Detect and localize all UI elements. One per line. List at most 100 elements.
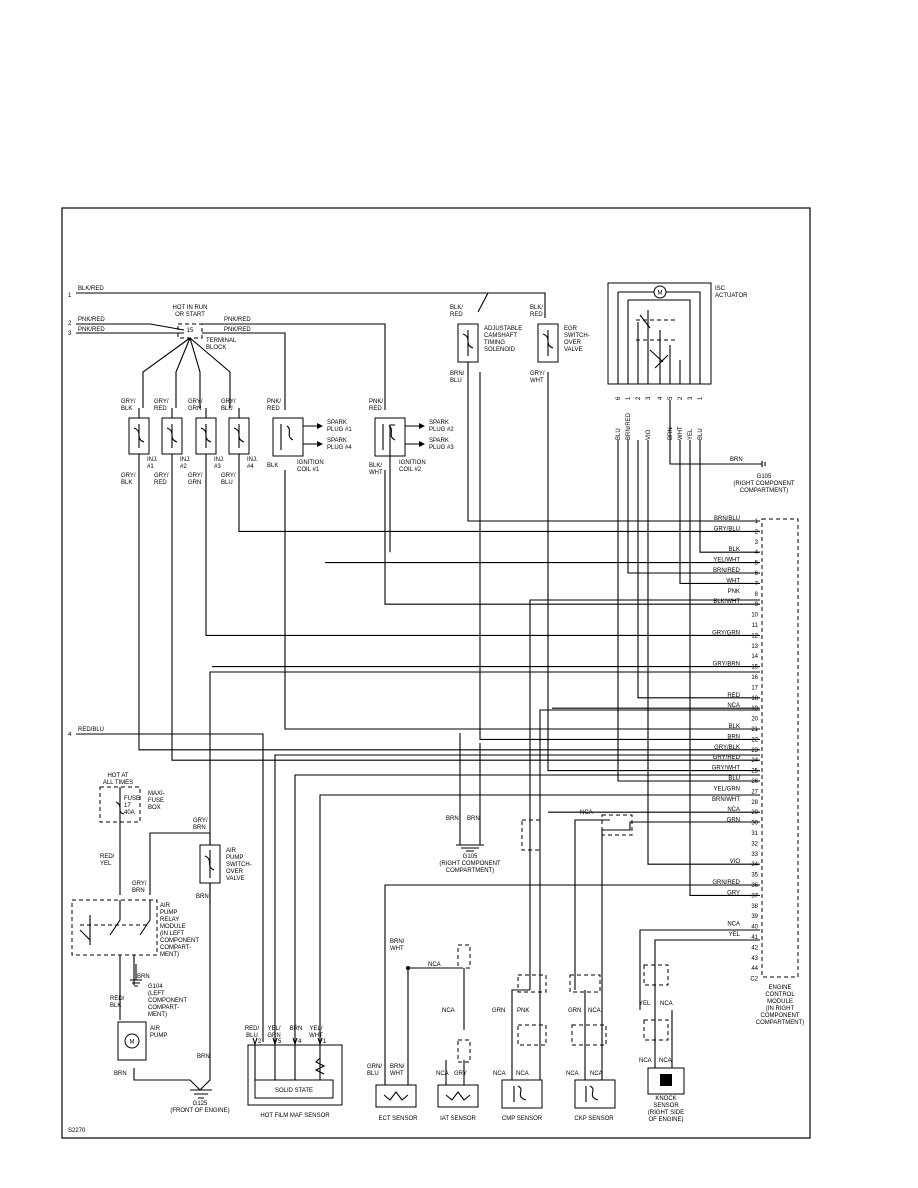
- terminal-block-pin: 15: [187, 328, 194, 334]
- ecm-pin-22-wire: BRN: [727, 734, 740, 740]
- ecm-pin-C2: C2: [750, 977, 758, 983]
- ecm-pin-6: 6: [755, 571, 759, 577]
- ecm-pin-40-wire: NCA: [727, 922, 740, 928]
- isc-pin-5: 4: [658, 396, 664, 400]
- wire-red-blu-label: RED/BLU: [78, 727, 104, 733]
- injector-4-label: INJ.#4: [247, 457, 258, 470]
- ckp-wire-grn: GRN: [568, 1008, 581, 1014]
- ecm-pin-30-wire: GRN: [727, 818, 740, 824]
- injector-4-wire-top: GRY/BLU: [221, 399, 236, 412]
- ecm-pin-36-wire: GRN/RED: [712, 880, 740, 886]
- ecm-pin-24: 24: [751, 758, 758, 764]
- ecm-pin-30: 30: [751, 821, 758, 827]
- iat-sensor-label: IAT SENSOR: [440, 1116, 476, 1122]
- cmp-sensor: CMP SENSOR GRN PNK NCA NCA: [492, 599, 760, 1122]
- harness-wire-5: [467, 362, 760, 522]
- maf-sensor-label: HOT FILM MAF SENSOR: [260, 1113, 330, 1119]
- isc-pin-3: 2: [636, 396, 642, 400]
- knock-wire-nca-b: NCA: [659, 1058, 672, 1064]
- maf-sensor: SOLID STATE HOT FILM MAF SENSOR RED/BLU …: [245, 754, 760, 1119]
- ecm-pin-37-wire: GRY: [727, 890, 740, 896]
- harness-wire-13: [627, 440, 760, 574]
- solenoid-1-wire-bottom: BRN/BLU: [450, 371, 465, 384]
- injector-1-wire-bottom: GRY/BLK: [121, 473, 136, 486]
- harness-wire-14: [637, 440, 760, 699]
- harness-wire-4: [238, 470, 760, 532]
- ecm-pin-5: 5: [755, 561, 759, 567]
- air-pump-valve-wire-bottom: BRN: [196, 894, 209, 900]
- ect-wire-brn-wht: BRN/WHT: [390, 1064, 405, 1077]
- ckp-wire-nca: NCA: [588, 1008, 601, 1014]
- isc-wire-3: VIO: [646, 429, 652, 440]
- ecm-pin-2: 2: [755, 529, 759, 535]
- circuit-4-number: 4: [68, 732, 72, 738]
- knock-wire-nca-a: NCA: [639, 1058, 652, 1064]
- isc-wire-2: BRN/RED: [626, 412, 632, 440]
- cmp-wire-grn: GRN: [492, 1008, 505, 1014]
- diagram-frame: [61, 207, 811, 1139]
- isc-pin-8: 3: [688, 396, 694, 400]
- ecm-pin-1-wire: BRN/BLU: [714, 516, 740, 522]
- injector-1-wire-top: GRY/BLK: [121, 399, 136, 412]
- ecm-pin-27: 27: [751, 789, 758, 795]
- ecm-pin-19-wire: NCA: [727, 703, 740, 709]
- ecm-pin-15: 15: [751, 665, 758, 671]
- coil-1-wire-top: PNK/RED: [267, 399, 281, 412]
- injector-3-wire-bottom: GRY/GRN: [188, 473, 203, 486]
- ground-g105-upper-wire: BRN: [730, 457, 743, 463]
- wire-pnk-red-label-b: PNK/RED: [78, 327, 105, 333]
- ecm-pin-26-wire: BLU: [728, 776, 740, 782]
- maf-pin-1: 2: [258, 1039, 262, 1045]
- coil-1-wire-bottom: BLK: [267, 463, 278, 469]
- injector-3-wire-top: GRY/GRN: [188, 399, 203, 412]
- solenoid-2-wire-top: BLK/RED: [530, 305, 543, 318]
- terminal-block-pnk-red-out: PNK/RED: [224, 317, 251, 323]
- ground-g105-lower-wire-b: BRN: [467, 816, 480, 822]
- injector-3: GRY/GRN GRY/GRN INJ.#3: [188, 399, 225, 486]
- ect-sensor: ECT SENSOR GRN/BLU BRN/WHT BRN/WHT NCA: [367, 884, 760, 1122]
- air-pump-ground-wire: BRN: [114, 1071, 127, 1077]
- isc-wire-6: YEL: [688, 428, 694, 440]
- relay-wire-brn: BRN: [137, 974, 150, 980]
- ecm-pin-42: 42: [751, 945, 758, 951]
- coil-2-wire-bottom: BLK/WHT: [369, 463, 383, 476]
- harness-wire-2: [171, 470, 760, 761]
- ckp-wire-nca-upper: NCA: [580, 810, 593, 816]
- ecm-pin-36: 36: [751, 883, 758, 889]
- ecm-pin-41-wire: YEL: [729, 932, 741, 938]
- isc-pin-1: 6: [616, 396, 622, 400]
- iat-wire-gry: GRY: [454, 1071, 467, 1077]
- air-pump-motor-symbol: M: [130, 1040, 135, 1046]
- ecm-pin-21: 21: [751, 727, 758, 733]
- wire-blk-red-label: BLK/RED: [78, 286, 104, 292]
- ecm-pin-32: 32: [751, 841, 758, 847]
- harness-wire-9: [384, 470, 760, 605]
- ecm-pin-21-wire: BLK: [729, 724, 740, 730]
- ecm-pin-14: 14: [751, 654, 758, 660]
- injector-3-label: INJ.#3: [214, 457, 225, 470]
- ecm-pin-18: 18: [751, 696, 758, 702]
- knock-wire-yel: YEL: [639, 1001, 651, 1007]
- ground-g105-lower-wire-a: BRN: [446, 816, 459, 822]
- injector-2-label: INJ.#2: [180, 457, 191, 470]
- air-pump-valve-wire-top: GRY/BRN: [193, 818, 208, 831]
- maf-wire-brn: BRN: [290, 1026, 303, 1032]
- iat-wire-nca-upper: NCA: [442, 1008, 455, 1014]
